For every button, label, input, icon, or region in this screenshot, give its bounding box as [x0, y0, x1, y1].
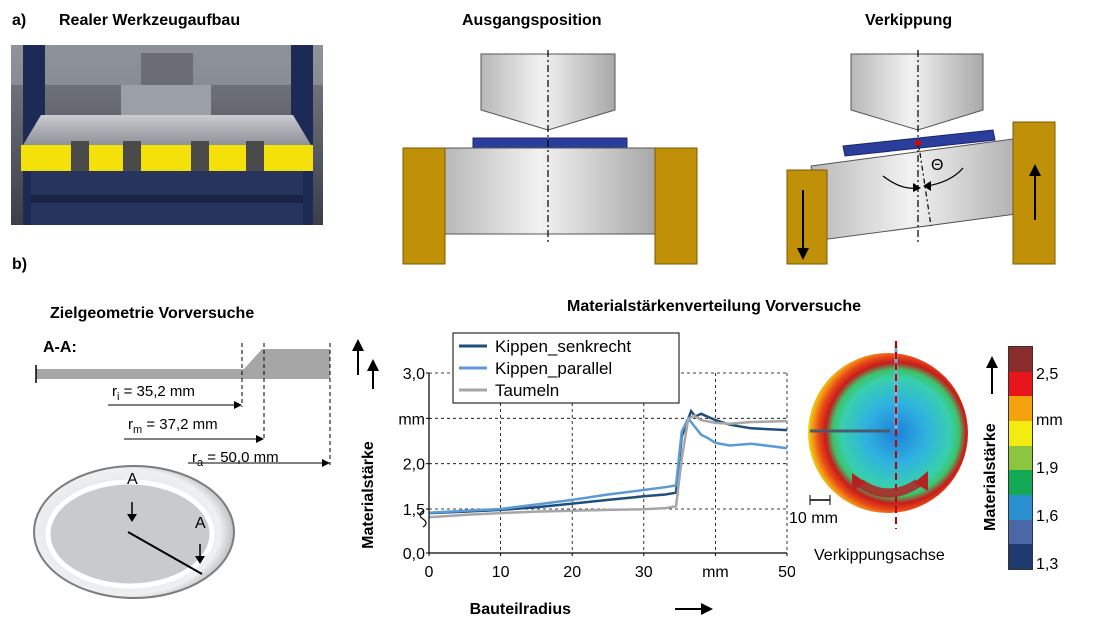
- geometry-profile: [35, 339, 364, 467]
- start-position-diagram: [402, 50, 698, 265]
- colorbar-label-3: 1,9: [1036, 460, 1059, 477]
- pivot-point: [915, 140, 921, 146]
- colorbar-segment: [1009, 445, 1032, 471]
- colorbar-label-1: 2,5: [1036, 366, 1059, 383]
- series-line-2: [428, 415, 788, 515]
- section-mark-a-top: A: [127, 471, 138, 488]
- x-tick-label: 0: [425, 564, 434, 581]
- rotation-arrow: [857, 479, 921, 498]
- lower-die: [444, 147, 656, 235]
- thickness-map: [808, 341, 968, 529]
- formed-part-photo: A A: [33, 465, 235, 599]
- tool-setup-photo: [11, 45, 323, 225]
- right-support: [654, 147, 698, 265]
- chart-ticks: 3,0 mm 2,0 1,5 0,00 10 20 30 mm 50: [398, 366, 795, 581]
- scale-bar-label: 10 mm: [789, 510, 838, 527]
- legend-label: Taumeln: [495, 381, 559, 400]
- y-tick-label: 0,0: [403, 546, 425, 563]
- chart-series: [428, 408, 788, 519]
- upper-punch: [480, 53, 616, 131]
- section-aa-label: A-A:: [43, 339, 77, 356]
- legend-box: [452, 332, 680, 404]
- axis-break: [419, 510, 427, 528]
- colorbar-segment: [1009, 347, 1032, 372]
- tilted-axis: [917, 139, 932, 227]
- theta-symbol: Θ: [931, 157, 943, 174]
- legend-label: Kippen_parallel: [495, 359, 612, 378]
- colorbar-segment: [1009, 494, 1032, 520]
- section-mark-a-right: A: [195, 515, 206, 532]
- x-tick-label: 50: [778, 564, 795, 581]
- tilt-title: Verkippung: [865, 12, 953, 29]
- left-support: [402, 147, 446, 265]
- colorbar-arrow: [986, 356, 998, 394]
- real-setup-title: Realer Werkzeugaufbau: [59, 12, 241, 29]
- blank: [472, 137, 628, 149]
- ra-label: ra = 50,0 mm: [192, 449, 279, 469]
- y-tick-label: mm: [398, 411, 425, 428]
- y-tick-label: 3,0: [403, 366, 425, 383]
- thickness-chart: 3,0 mm 2,0 1,5 0,00 10 20 30 mm 50 Kippen_senkrec…: [360, 332, 795, 618]
- section-a-label: a): [12, 12, 27, 29]
- colorbar-label-2: mm: [1036, 412, 1063, 429]
- x-tick-label: 20: [563, 564, 581, 581]
- start-position-title: Ausgangsposition: [462, 12, 602, 29]
- x-tick-label: 10: [492, 564, 510, 581]
- series-line-3: [428, 414, 788, 519]
- y-axis-label: Materialstärke: [360, 441, 377, 549]
- tilt-diagram: Θ: [786, 50, 1056, 265]
- x-tick-label: 30: [635, 564, 653, 581]
- tilt-axis-label: Verkippungsachse: [814, 547, 945, 564]
- chart-title: Materialstärkenverteilung Vorversuche: [567, 298, 862, 315]
- colorbar-label-4: 1,6: [1036, 508, 1059, 525]
- legend-label: Kippen_senkrecht: [495, 337, 631, 356]
- colorbar-segment: [1009, 371, 1032, 397]
- chart-axes: [419, 373, 787, 554]
- colorbar-label-5: 1,3: [1036, 556, 1059, 573]
- ri-label: ri = 35,2 mm: [112, 383, 195, 403]
- section-b-label: b): [12, 256, 28, 273]
- cup-profile: [36, 349, 330, 379]
- x-axis-label: Bauteilradius: [470, 601, 571, 618]
- x-tick-label: mm: [702, 564, 729, 581]
- y-tick-label: 2,0: [403, 457, 425, 474]
- y-tick-label: 1,5: [403, 502, 425, 519]
- colorbar-title: Materialstärke: [982, 423, 999, 531]
- colorbar-segment: [1009, 544, 1032, 569]
- colorbar-segment: [1009, 396, 1032, 421]
- geometry-title: Zielgeometrie Vorversuche: [50, 305, 255, 322]
- colorbar-segment: [1009, 470, 1032, 495]
- series-line-1: [428, 408, 788, 515]
- colorbar-segment: [1009, 519, 1032, 545]
- colorbar-segment: [1009, 420, 1032, 446]
- colorbar: [1008, 346, 1033, 570]
- rm-label: rm = 37,2 mm: [128, 416, 218, 436]
- upper-punch: [850, 53, 984, 131]
